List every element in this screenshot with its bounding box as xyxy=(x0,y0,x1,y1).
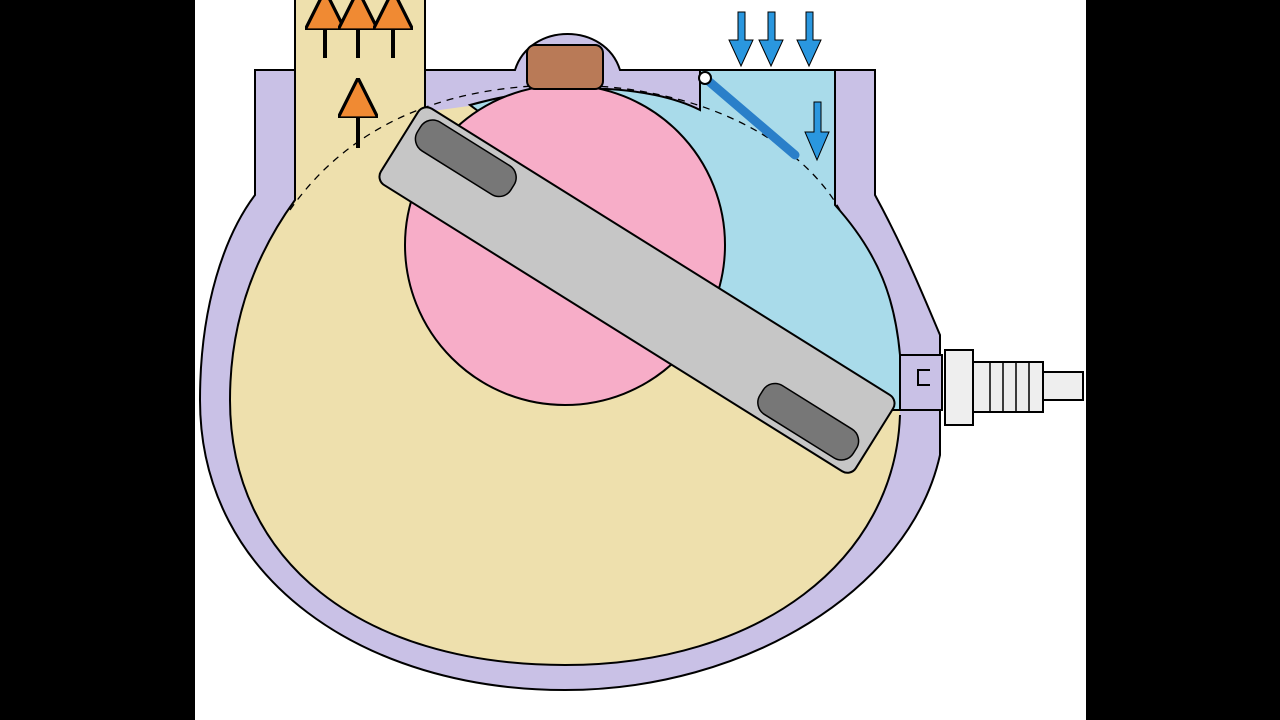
intake-arrow-1 xyxy=(728,11,754,68)
spark-plug xyxy=(899,349,1084,426)
spark-plug-ribs xyxy=(989,362,1030,412)
intake-flow-arrows xyxy=(728,11,830,162)
sliding-vane xyxy=(378,106,896,474)
top-seal xyxy=(526,44,604,90)
spark-plug-terminal xyxy=(1042,371,1084,401)
letterbox-right xyxy=(1086,0,1280,720)
vane-body xyxy=(378,106,896,474)
spark-plug-hex xyxy=(944,349,974,426)
spark-plug-base xyxy=(899,354,943,411)
spark-plug-insulator xyxy=(972,361,1044,413)
vane-slot-lower xyxy=(757,382,860,461)
spark-plug-electrode xyxy=(917,369,930,386)
vane-slot-upper xyxy=(414,119,517,198)
exhaust-port-walls xyxy=(228,0,901,667)
intake-arrow-3 xyxy=(796,11,822,68)
reed-valve-flap xyxy=(700,73,800,160)
reed-valve-hinge xyxy=(698,71,712,85)
intake-arrow-2 xyxy=(758,11,784,68)
exhaust-flow-arrows xyxy=(325,10,393,148)
intake-chamber-arrow xyxy=(804,101,830,162)
letterbox-left xyxy=(0,0,195,720)
